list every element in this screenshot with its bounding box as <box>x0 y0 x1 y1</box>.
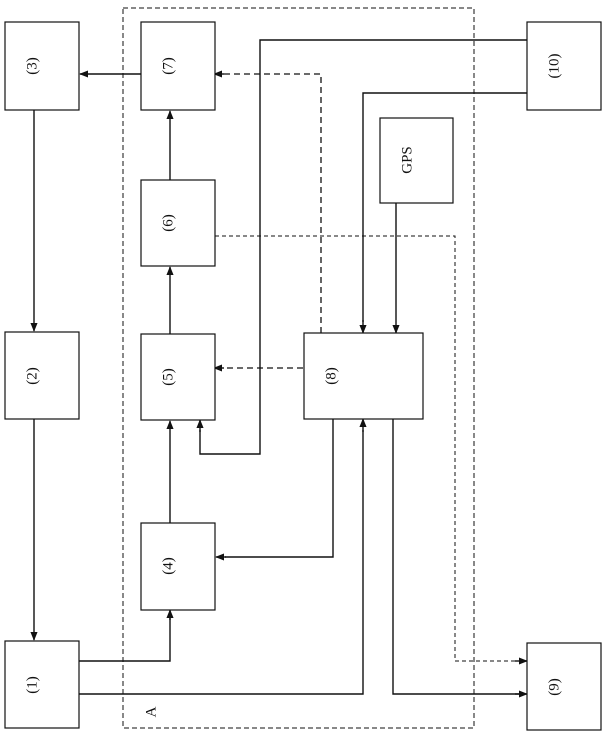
block-3: (3) <box>5 22 79 110</box>
block-4: (4) <box>141 523 215 610</box>
wire-8-to-7 <box>222 74 321 333</box>
block-2: (2) <box>5 332 79 419</box>
block-9: (9) <box>527 643 601 730</box>
block-gps: GPS <box>380 118 453 203</box>
wire-8-to-4 <box>225 419 333 557</box>
block-2-label: (2) <box>24 367 40 385</box>
wire-8-to-9 <box>393 419 520 694</box>
block-8-label: (8) <box>323 367 339 385</box>
block-7-label: (7) <box>160 57 176 75</box>
block-5: (5) <box>141 334 215 420</box>
block-1-label: (1) <box>24 676 40 694</box>
region-a-label: A <box>143 706 159 717</box>
block-6: (6) <box>141 180 215 266</box>
block-3-label: (3) <box>24 57 40 75</box>
block-4-label: (4) <box>160 557 176 575</box>
block-10-label: (10) <box>546 54 562 79</box>
block-5-label: (5) <box>160 368 176 386</box>
block-7: (7) <box>141 22 215 110</box>
block-6-label: (6) <box>160 214 176 232</box>
block-8: (8) <box>304 333 423 419</box>
block-gps-label: GPS <box>399 146 415 174</box>
wire-1-to-4 <box>78 612 170 661</box>
block-1: (1) <box>5 641 79 728</box>
block-9-label: (9) <box>546 678 562 696</box>
block-10: (10) <box>527 22 601 110</box>
wire-1-to-8 <box>78 430 363 694</box>
